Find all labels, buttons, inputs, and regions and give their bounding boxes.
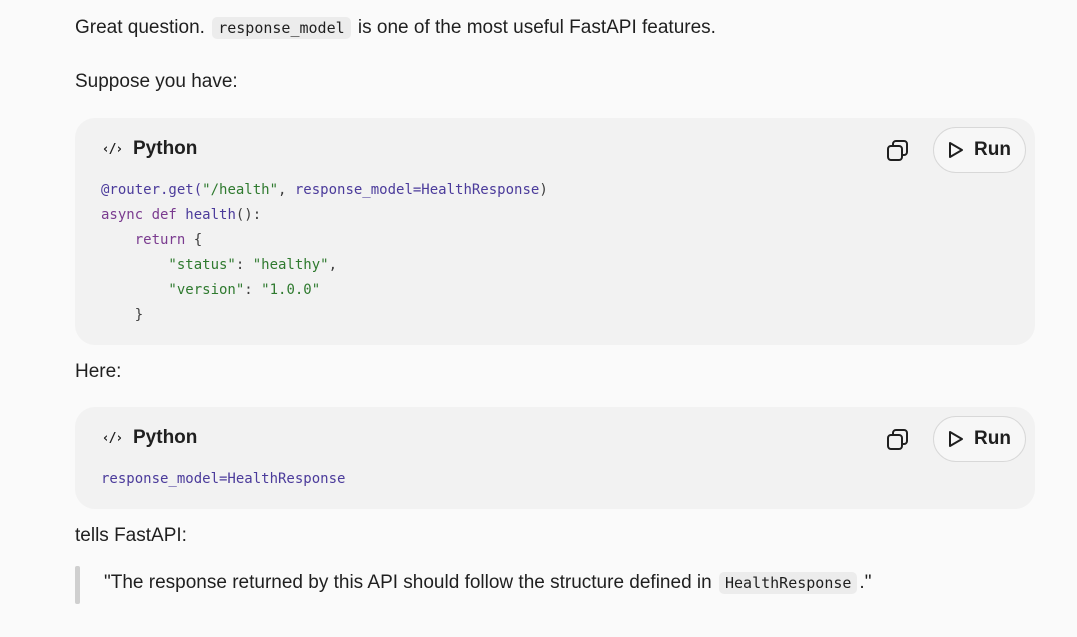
copy-icon xyxy=(887,429,908,450)
copy-button[interactable] xyxy=(885,138,911,164)
code-line: "version": "1.0.0" xyxy=(101,282,321,298)
code-line: "status": "healthy", xyxy=(101,257,338,273)
code-line: @router.get("/health", response_model=He… xyxy=(101,182,548,198)
inline-code-response-model: response_model xyxy=(212,17,351,39)
quote-text-before: "The response returned by this API shoul… xyxy=(104,572,712,593)
code-brackets-icon: ‹/› xyxy=(101,141,123,157)
run-button[interactable]: Run xyxy=(933,127,1026,173)
code-content: response_model=HealthResponse xyxy=(101,471,346,487)
play-icon xyxy=(949,142,964,158)
code-line: async def health(): xyxy=(101,207,262,223)
run-button[interactable]: Run xyxy=(933,416,1026,462)
code-line: return { xyxy=(101,232,203,248)
copy-button[interactable] xyxy=(885,427,911,453)
tells-paragraph: tells FastAPI: xyxy=(75,525,187,546)
intro-text-before: Great question. xyxy=(75,17,205,38)
code-block-1: ‹/› Python Run @router.get("/health", re… xyxy=(75,118,1035,345)
quote-text-after: ." xyxy=(859,572,872,593)
language-name: Python xyxy=(133,427,198,448)
blockquote: "The response returned by this API shoul… xyxy=(104,570,871,596)
code-block-header: ‹/› Python Run xyxy=(75,407,1035,471)
intro-text-after: is one of the most useful FastAPI featur… xyxy=(357,17,716,38)
inline-code-health-response: HealthResponse xyxy=(718,572,858,594)
code-block-2: ‹/› Python Run response_model=HealthResp… xyxy=(75,407,1035,509)
language-label: ‹/› Python xyxy=(101,138,198,160)
run-label: Run xyxy=(974,428,1011,449)
intro-paragraph: Great question. response_model is one of… xyxy=(75,15,716,41)
run-label: Run xyxy=(974,139,1011,160)
play-icon xyxy=(949,431,964,447)
language-label: ‹/› Python xyxy=(101,427,198,449)
code-line: } xyxy=(101,307,144,323)
code-content: @router.get("/health", response_model=He… xyxy=(101,178,548,328)
code-block-header: ‹/› Python Run xyxy=(75,118,1035,182)
suppose-paragraph: Suppose you have: xyxy=(75,71,238,92)
here-paragraph: Here: xyxy=(75,361,122,382)
copy-icon xyxy=(887,140,908,161)
language-name: Python xyxy=(133,138,198,159)
blockquote-bar xyxy=(75,566,80,604)
code-brackets-icon: ‹/› xyxy=(101,430,123,446)
